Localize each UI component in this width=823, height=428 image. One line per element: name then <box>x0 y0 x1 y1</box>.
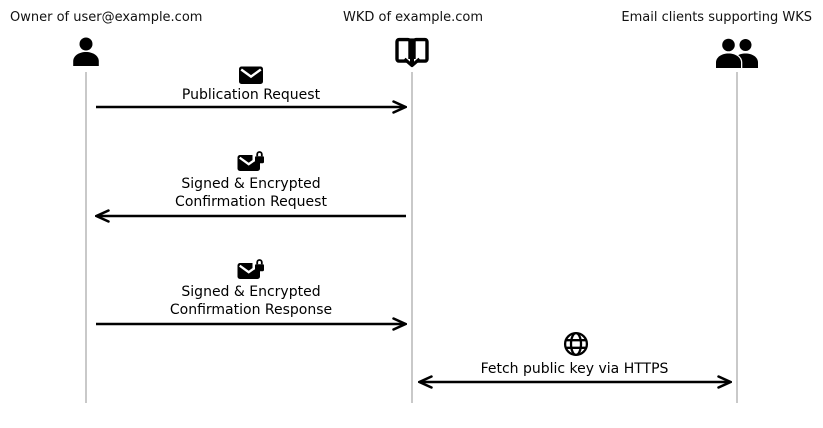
message-label-confirmation-request: Signed & Encrypted Confirmation Request <box>96 175 406 211</box>
lifeline-clients <box>736 72 738 403</box>
arrow-confirmation-response <box>96 316 407 332</box>
lifeline-owner <box>85 72 87 403</box>
message-label-line: Confirmation Request <box>175 194 327 210</box>
message-label-fetch-public-key: Fetch public key via HTTPS <box>480 361 669 377</box>
message-label-line: Signed & Encrypted <box>181 176 321 192</box>
globe-icon <box>563 331 589 357</box>
arrow-confirmation-request <box>95 208 406 224</box>
message-label-confirmation-response: Signed & Encrypted Confirmation Response <box>96 283 406 319</box>
message-label-publication-request: Publication Request <box>181 87 321 103</box>
mail-lock-icon <box>237 148 265 174</box>
open-book-icon <box>392 36 432 70</box>
person-icon <box>70 36 102 70</box>
actor-label-clients: Email clients supporting WKS <box>621 10 812 25</box>
mail-lock-icon <box>237 256 265 282</box>
actor-label-owner: Owner of user@example.com <box>10 10 203 25</box>
people-icon <box>713 38 761 68</box>
arrow-publication-request <box>96 99 407 115</box>
mail-icon <box>238 63 264 87</box>
lifeline-wkd <box>411 72 413 403</box>
arrow-fetch-public-key <box>418 374 732 390</box>
actor-label-wkd: WKD of example.com <box>342 10 484 25</box>
message-label-line: Confirmation Response <box>169 302 333 318</box>
message-label-line: Signed & Encrypted <box>181 284 321 300</box>
